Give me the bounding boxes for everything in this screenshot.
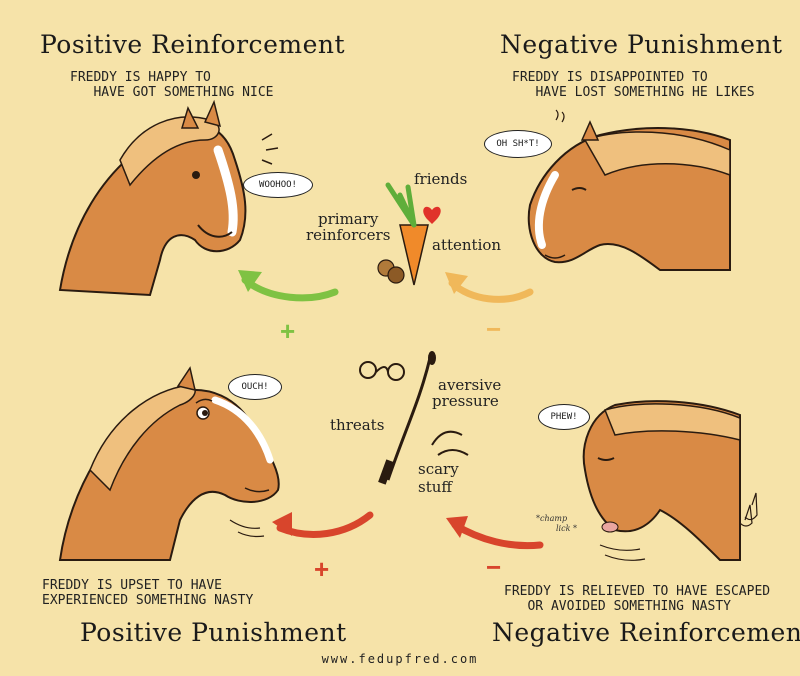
bubble-phew: PHEW! <box>538 404 590 430</box>
sign-minus-punishment: − <box>486 314 502 344</box>
horse-disappointed-icon <box>527 109 731 271</box>
label-threats: threats <box>330 416 385 434</box>
horse-upset-icon <box>58 366 280 561</box>
bit-icon <box>359 361 405 381</box>
arrow-positive-reinforcement <box>238 270 339 302</box>
horse-relieved-icon <box>582 400 753 561</box>
caption-positive-punishment: FREDDY IS UPSET TO HAVE EXPERIENCED SOME… <box>42 578 254 608</box>
caption-negative-punishment: FREDDY IS DISAPPOINTED TO HAVE LOST SOME… <box>512 70 755 100</box>
label-scary: scary <box>418 460 459 478</box>
sign-plus-punishment: + <box>314 554 330 584</box>
spurs-icon <box>431 430 469 456</box>
label-lick: lick * <box>556 524 577 533</box>
title-positive-punishment: Positive Punishment <box>80 618 347 647</box>
arrow-negative-reinforcement <box>446 516 544 550</box>
caption-negative-reinforcement: FREDDY IS RELIEVED TO HAVE ESCAPED OR AV… <box>504 584 771 614</box>
bubble-woohoo: WOOHOO! <box>243 172 313 198</box>
label-stuff: stuff <box>418 478 453 496</box>
label-reinforcers: reinforcers <box>306 226 391 244</box>
caption-positive-reinforcement: FREDDY IS HAPPY TO HAVE GOT SOMETHING NI… <box>70 70 274 100</box>
carrot-icon <box>385 182 429 286</box>
arrow-negative-punishment <box>445 272 534 303</box>
heart-icon <box>423 206 441 224</box>
label-aversive: aversive <box>438 376 502 394</box>
title-positive-reinforcement: Positive Reinforcement <box>40 30 346 59</box>
horse-happy-icon <box>58 99 279 297</box>
sign-minus-reinforcement: − <box>486 552 502 582</box>
label-attention: attention <box>432 236 502 254</box>
whip-icon <box>378 351 436 485</box>
bubble-ouch: OUCH! <box>228 374 282 400</box>
footer-url[interactable]: www.fedupfred.com <box>321 652 479 666</box>
label-friends: friends <box>414 170 468 188</box>
bubble-oh-shit: OH SH*T! <box>484 130 552 158</box>
signature-icon <box>744 492 758 521</box>
title-negative-reinforcement: Negative Reinforcement <box>492 618 800 647</box>
label-champ: *champ <box>536 514 568 523</box>
sign-plus-reinforcement: + <box>280 316 296 346</box>
arrow-positive-punishment <box>272 511 374 538</box>
treats-icon <box>377 259 405 284</box>
label-primary: primary <box>318 210 379 228</box>
title-negative-punishment: Negative Punishment <box>500 30 783 59</box>
label-pressure: pressure <box>432 392 499 410</box>
